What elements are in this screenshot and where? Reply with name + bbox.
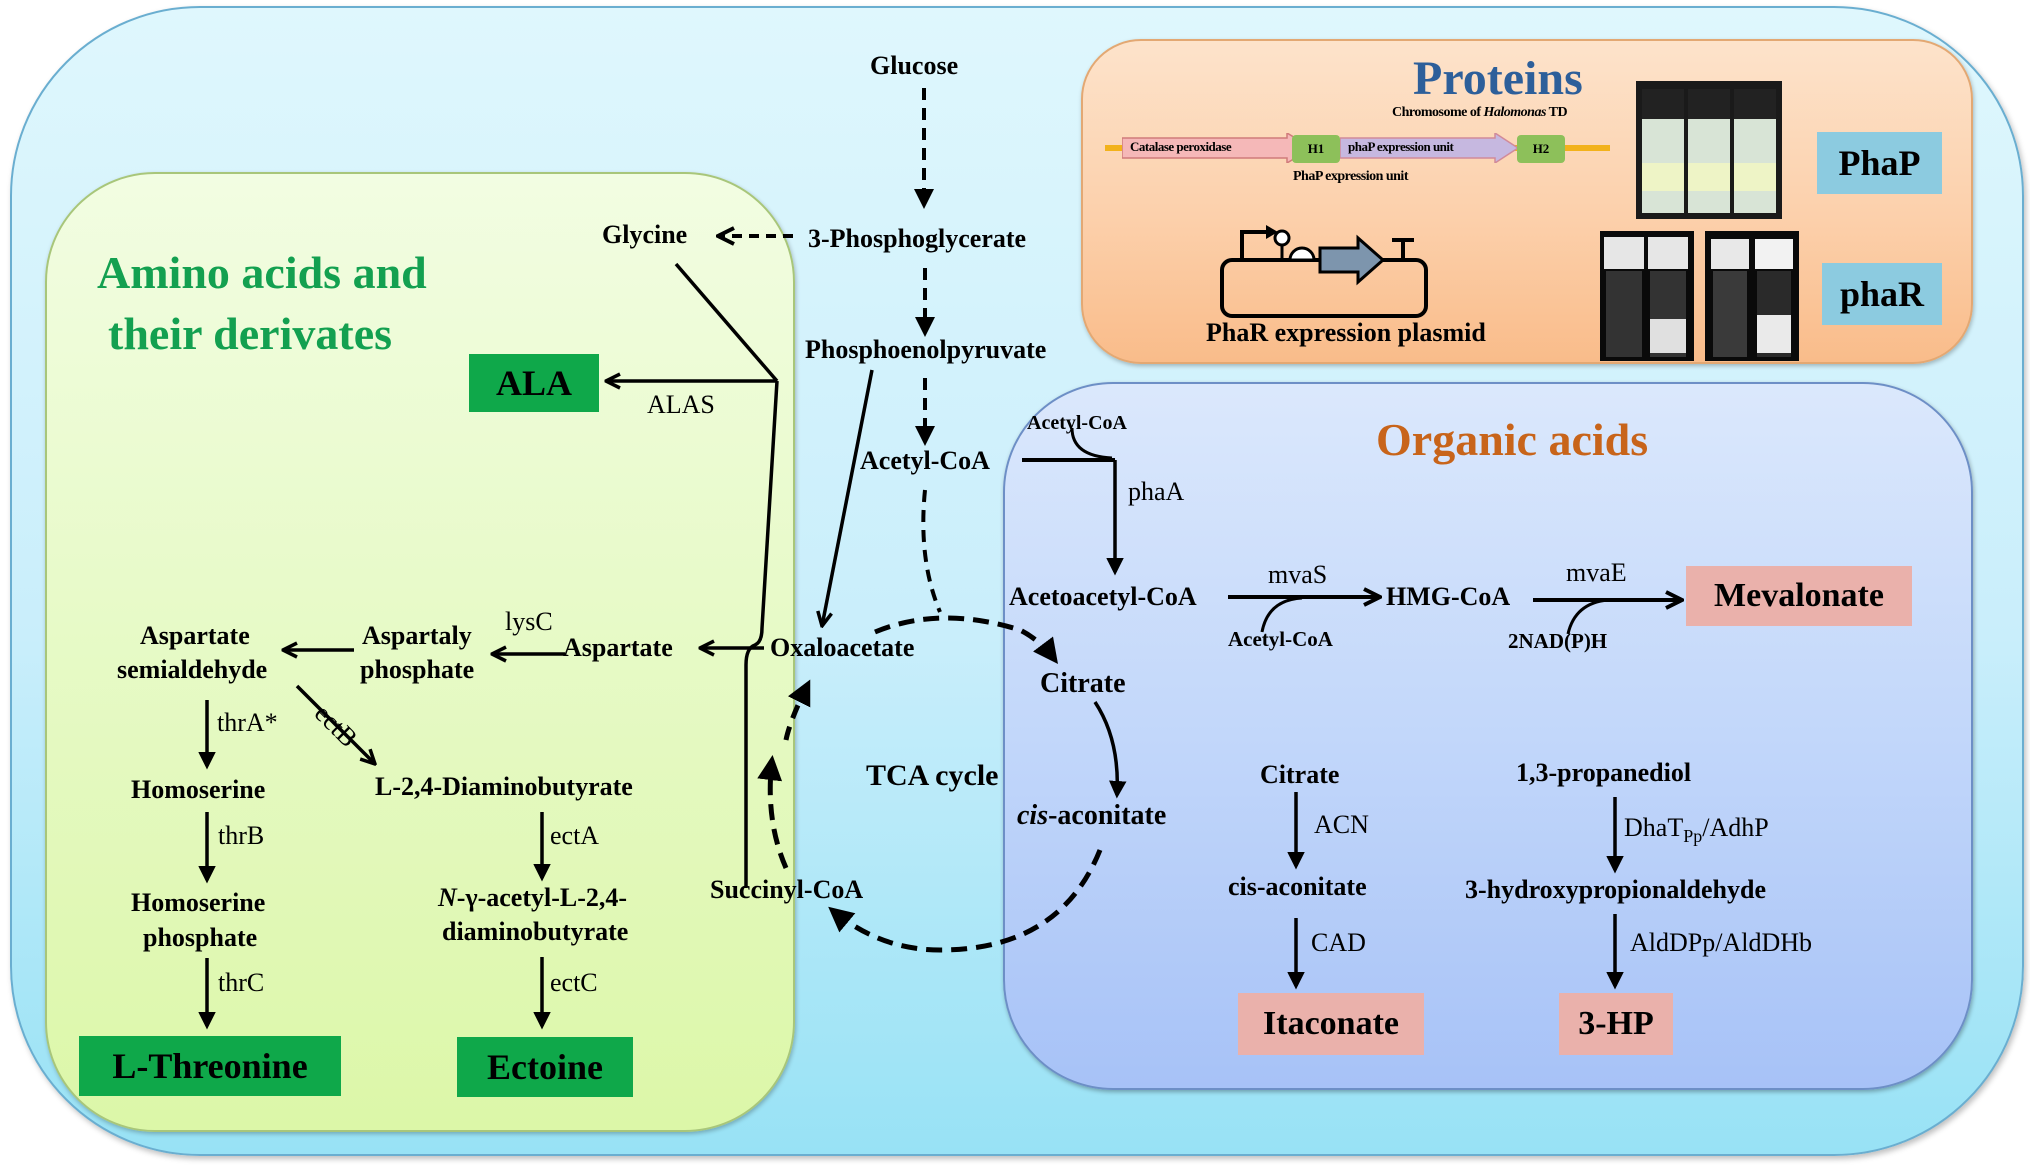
n-prefix: N (438, 883, 457, 912)
lysc-enzyme: lysC (505, 607, 553, 636)
proteins-title: Proteins (1413, 52, 1583, 105)
organic-acids-title: Organic acids (1376, 414, 1649, 465)
acetoacetyl-coa-label: Acetoacetyl-CoA (1009, 582, 1197, 611)
diaminobutyrate-label: L-2,4-Diaminobutyrate (375, 772, 633, 801)
cis-aconitate-label: cis-aconitate (1017, 802, 1166, 830)
citrate-label: Citrate (1040, 668, 1126, 699)
mvas-enzyme: mvaS (1268, 560, 1328, 589)
ectoine-product: Ectoine (457, 1037, 633, 1097)
mevalonate-product: Mevalonate (1686, 566, 1912, 626)
amino-acids-title-line2: their derivates (108, 308, 393, 359)
chromosome-suffix: TD (1545, 105, 1568, 120)
cad-enzyme: CAD (1311, 928, 1366, 957)
halomonas-italic: Halomonas (1483, 105, 1547, 120)
aspartate-label: Aspartate (563, 633, 673, 662)
alas-enzyme: ALAS (647, 390, 715, 419)
nadph-cofactor-label: 2NAD(P)H (1508, 629, 1608, 653)
organic-citrate-label: Citrate (1260, 760, 1340, 789)
aspartaly-phosphate-line2: phosphate (360, 655, 475, 684)
ecta-enzyme: ectA (550, 821, 600, 850)
thrb-enzyme: thrB (218, 821, 265, 850)
phap-unit-caption: PhaP expression unit (1293, 169, 1409, 184)
ala-product: ALA (469, 354, 599, 412)
n-acetyl-rest: -γ-acetyl-L-2,4- (456, 883, 628, 912)
oxaloacetate-label: Oxaloacetate (770, 633, 915, 662)
phosphoglycerate-label: 3-Phosphoglycerate (808, 224, 1027, 253)
l-threonine-product: L-Threonine (79, 1036, 341, 1096)
acetyl-coa-label: Acetyl-CoA (860, 446, 990, 475)
phap-unit-gene-label: phaP expression unit (1348, 139, 1454, 154)
hydroxypropionaldehyde-label: 3-hydroxypropionaldehyde (1465, 875, 1767, 904)
succinyl-coa-label: Succinyl-CoA (710, 875, 864, 904)
phar-vials-photo-1 (1600, 231, 1694, 361)
phap-tag: PhaP (1817, 132, 1942, 194)
phar-tag: phaR (1822, 263, 1942, 325)
homoserine-phosphate-line2: phosphate (143, 923, 258, 952)
phap-vials-photo (1636, 81, 1782, 219)
homoserine-label: Homoserine (131, 775, 266, 804)
ectc-enzyme: ectC (550, 968, 598, 997)
propanediol-label: 1,3-propanediol (1516, 758, 1692, 787)
aspartaly-phosphate-line1: Aspartaly (362, 621, 472, 650)
n-acetyl-line2: diaminobutyrate (442, 917, 629, 946)
dhat-rest: /AdhP (1702, 813, 1769, 842)
dhat-adhp-enzyme: DhaTPp/AdhP (1624, 813, 1769, 847)
glycine-label: Glycine (602, 220, 688, 249)
organic-cis-aconitate-label: cis-aconitate (1228, 872, 1367, 901)
alddp-aldhb-enzyme: AldDPp/AldDHb (1630, 928, 1813, 957)
phar-vials-photo-2 (1705, 231, 1799, 361)
h2-homology-arm: H2 (1517, 135, 1565, 163)
pep-label: Phosphoenolpyruvate (805, 335, 1047, 364)
acn-enzyme: ACN (1314, 810, 1369, 839)
tca-cycle-label: TCA cycle (866, 759, 999, 792)
asp-semialdehyde-line1: Aspartate (140, 621, 250, 650)
organic-acids-panel (1003, 382, 1973, 1090)
amino-acids-title-line1: Amino acids and (97, 247, 427, 298)
cis-prefix: cis (1017, 800, 1049, 831)
aconitate-suffix: -aconitate (1048, 800, 1167, 831)
thra-enzyme: thrA* (217, 708, 278, 737)
thrc-enzyme: thrC (218, 968, 265, 997)
phap-unit-gene-arrow (1339, 131, 1520, 165)
mvae-enzyme: mvaE (1566, 558, 1627, 587)
phaa-enzyme: phaA (1128, 477, 1185, 506)
homoserine-phosphate-line1: Homoserine (131, 888, 266, 917)
glucose-label: Glucose (870, 51, 959, 80)
chromosome-prefix: Chromosome of (1392, 105, 1484, 120)
dhat-main: DhaT (1624, 813, 1684, 842)
catalase-gene-label: Catalase peroxidase (1130, 139, 1232, 154)
n-acetyl-line1: N-γ-acetyl-L-2,4- (438, 885, 627, 911)
acetyl-coa-top-label: Acetyl-CoA (1027, 412, 1127, 434)
three-hp-product: 3-HP (1559, 993, 1673, 1055)
amino-acids-panel (45, 172, 795, 1132)
asp-semialdehyde-line2: semialdehyde (117, 655, 268, 684)
dhat-subscript: Pp (1683, 826, 1703, 847)
chromosome-label: Chromosome of Halomonas TD (1392, 105, 1568, 120)
itaconate-product: Itaconate (1238, 993, 1424, 1055)
hmg-coa-label: HMG-CoA (1386, 582, 1511, 611)
acetyl-coa-cofactor-label: Acetyl-CoA (1228, 627, 1333, 651)
plasmid-caption: PhaR expression plasmid (1206, 318, 1486, 347)
plasmid-icon (1218, 222, 1433, 322)
h1-homology-arm: H1 (1292, 135, 1340, 163)
